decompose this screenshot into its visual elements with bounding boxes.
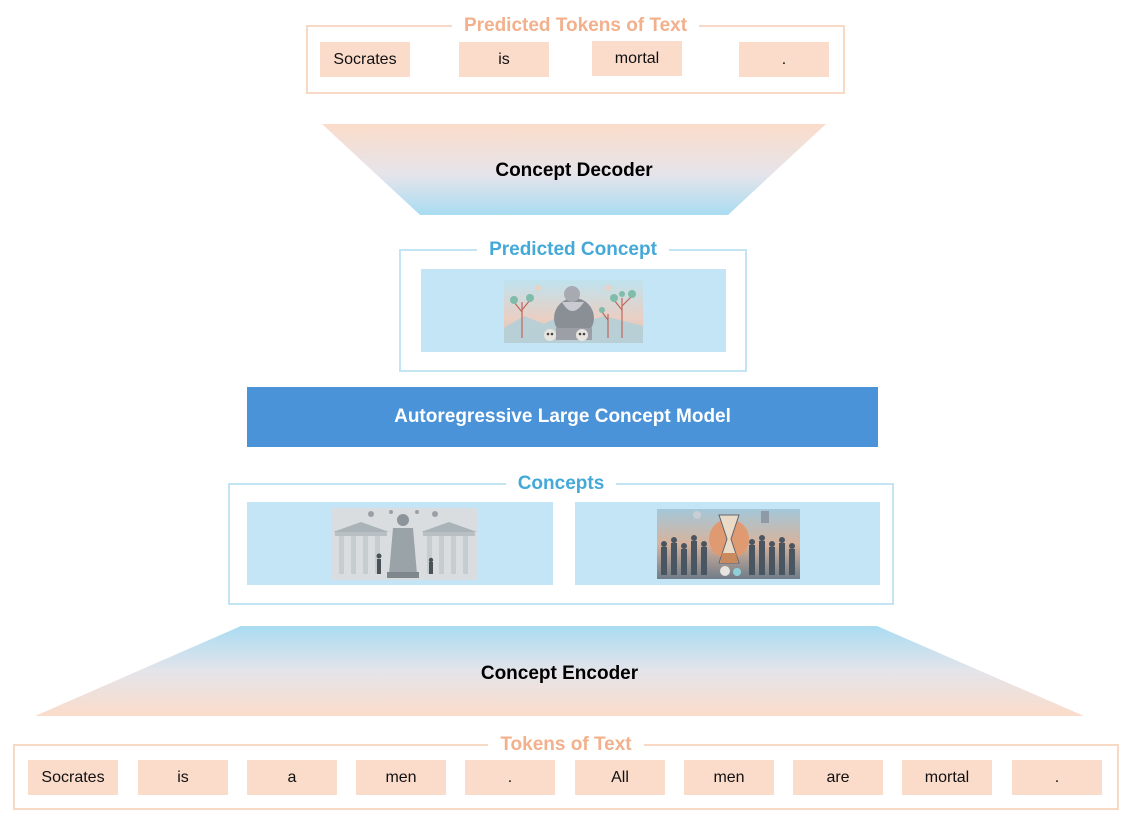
concept-decoder: Concept Decoder <box>322 124 826 215</box>
encoder-shape <box>35 626 1084 716</box>
input-token: Socrates <box>28 760 118 795</box>
input-token: . <box>465 760 555 795</box>
concepts-group: Concepts <box>228 473 894 605</box>
predicted-token: mortal <box>592 41 682 76</box>
input-token: All <box>575 760 665 795</box>
socrates-mortal-illustration <box>504 280 643 343</box>
socrates-man-illustration <box>331 508 477 580</box>
predicted-tokens-group: Predicted Tokens of Text <box>306 15 845 94</box>
predicted-token: Socrates <box>320 42 410 77</box>
predicted-token: is <box>459 42 549 77</box>
predicted-concept-group: Predicted Concept <box>399 239 747 372</box>
input-token: mortal <box>902 760 992 795</box>
input-tokens-group: Tokens of Text <box>13 734 1119 810</box>
input-token: men <box>356 760 446 795</box>
predicted-tokens-title: Predicted Tokens of Text <box>451 15 700 36</box>
input-token: men <box>684 760 774 795</box>
concept-encoder: Concept Encoder <box>35 626 1084 716</box>
input-token: is <box>138 760 228 795</box>
decoder-shape <box>322 124 826 215</box>
input-token: are <box>793 760 883 795</box>
predicted-token: . <box>739 42 829 77</box>
concept-encoder-label: Concept Encoder <box>480 663 639 684</box>
all-men-mortal-illustration <box>657 509 800 579</box>
concepts-title: Concepts <box>505 473 617 494</box>
concept-decoder-label: Concept Decoder <box>495 160 653 181</box>
input-token: . <box>1012 760 1102 795</box>
input-tokens-title: Tokens of Text <box>488 734 644 755</box>
large-concept-model: Autoregressive Large Concept Model <box>247 387 878 447</box>
predicted-concept-title: Predicted Concept <box>477 239 669 260</box>
input-token: a <box>247 760 337 795</box>
